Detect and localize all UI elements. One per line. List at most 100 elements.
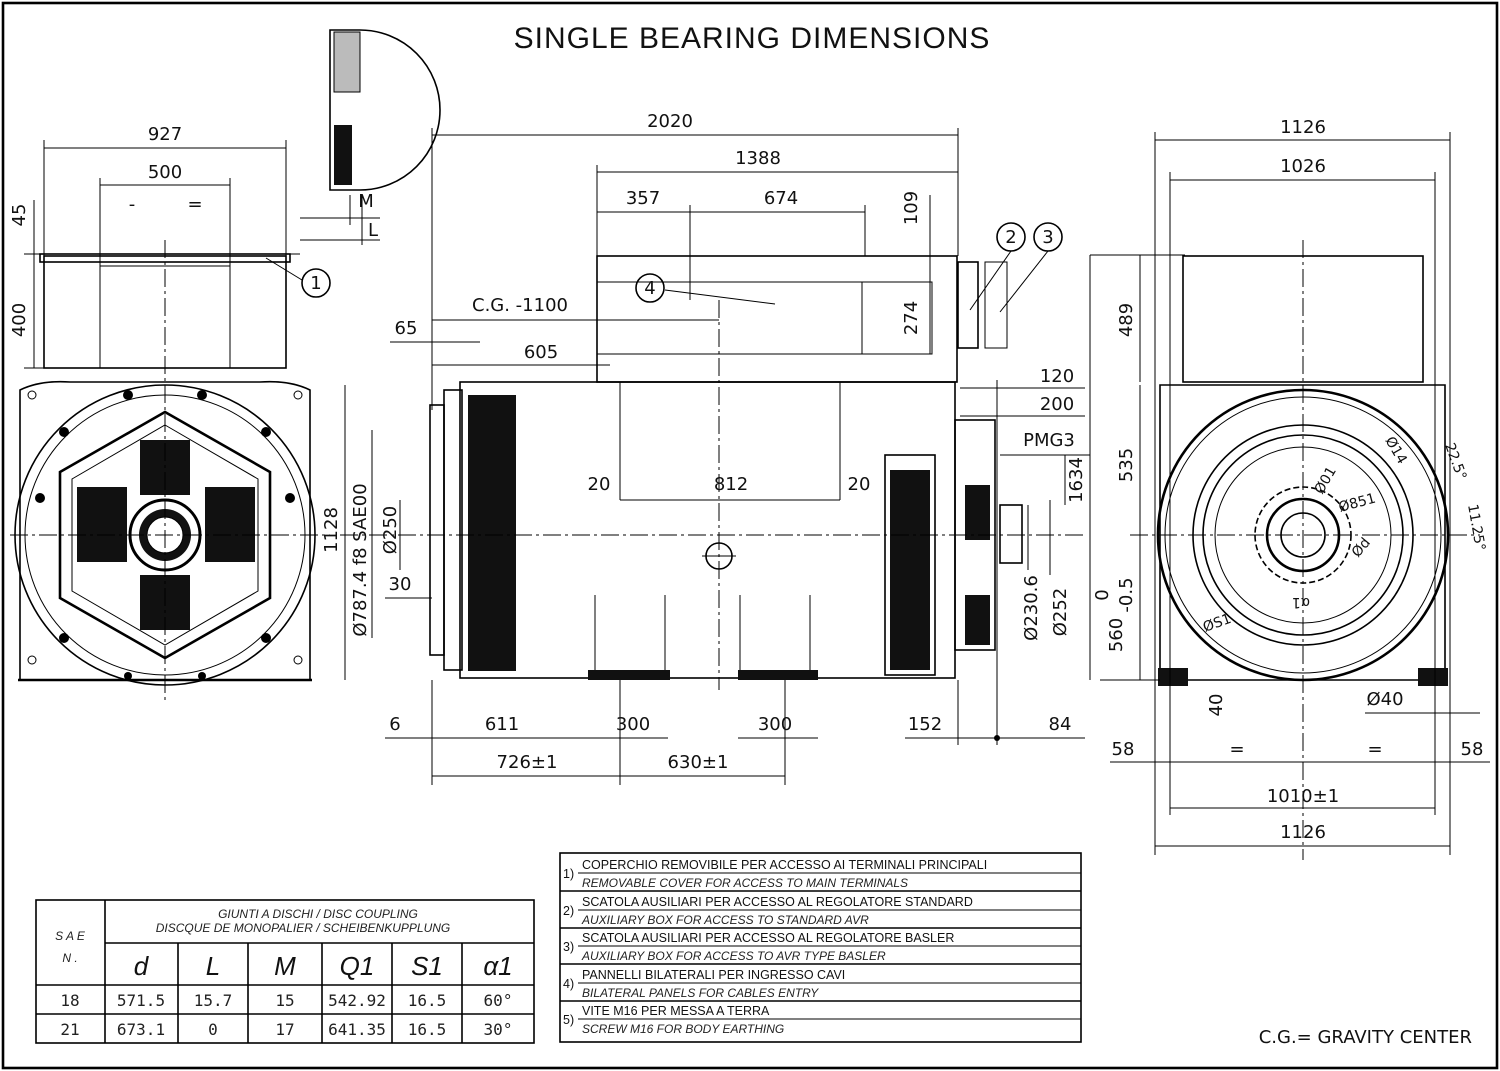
cell: 18 — [60, 991, 79, 1010]
cell: 30° — [484, 1020, 513, 1039]
dim-minus: - — [129, 194, 136, 215]
coupling-detail: M L — [300, 29, 441, 245]
dim-252: Ø252 — [1050, 588, 1071, 637]
dim-726: 726±1 — [497, 752, 558, 773]
dim-65: 65 — [395, 318, 418, 339]
dim-L: L — [368, 220, 378, 241]
coupling-table: S A E N . GIUNTI A DISCHI / DISC COUPLIN… — [35, 899, 535, 1044]
note-italian: PANNELLI BILATERALI PER INGRESSO CAVI — [582, 968, 845, 982]
end-view: 1126 1026 489 535 0 -0.5 560 40 Ø40 58 =… — [1089, 117, 1490, 860]
dim-357: 357 — [626, 188, 660, 209]
note-number: 1) — [563, 867, 574, 881]
notes-table: 1) COPERCHIO REMOVIBILE PER ACCESSO AI T… — [559, 852, 1082, 1043]
cell: 571.5 — [117, 991, 165, 1010]
col-d: d — [134, 951, 150, 981]
callout-2: 2 — [1005, 227, 1016, 248]
note-italian: COPERCHIO REMOVIBILE PER ACCESSO AI TERM… — [582, 858, 987, 872]
dim-500: 500 — [148, 162, 182, 183]
cell: 15.7 — [194, 991, 233, 1010]
dim-1634: 1634 — [1066, 457, 1087, 503]
dim-dia-s1: ØS1 — [1201, 611, 1234, 636]
callout-3: 3 — [1042, 227, 1053, 248]
note-2: 2) SCATOLA AUSILIARI PER ACCESSO AL REGO… — [563, 895, 973, 927]
cell: 17 — [275, 1020, 294, 1039]
cell: 542.92 — [328, 991, 386, 1010]
note-english: REMOVABLE COVER FOR ACCESS TO MAIN TERMI… — [582, 876, 908, 890]
note-number: 2) — [563, 904, 574, 918]
dim-1010: 1010±1 — [1267, 786, 1339, 807]
note-italian: SCATOLA AUSILIARI PER ACCESSO AL REGOLAT… — [582, 931, 954, 945]
cell: 16.5 — [408, 1020, 447, 1039]
group-header-2: DISCQUE DE MONOPALIER / SCHEIBENKUPPLUNG — [156, 921, 451, 935]
note-english: AUXILIARY BOX FOR ACCESS TO STANDARD AVR — [581, 913, 869, 927]
cell: 60° — [484, 991, 513, 1010]
dim-equals: = — [187, 194, 202, 215]
dim-605: 605 — [524, 342, 558, 363]
dim-630: 630±1 — [668, 752, 729, 773]
note-4: 4) PANNELLI BILATERALI PER INGRESSO CAVI… — [563, 968, 845, 1000]
dim-tol-0: 0 — [1092, 589, 1113, 600]
dim-109: 109 — [901, 191, 922, 225]
group-header-1: GIUNTI A DISCHI / DISC COUPLING — [218, 907, 418, 921]
cell: 16.5 — [408, 991, 447, 1010]
cell: 21 — [60, 1020, 79, 1039]
label-pmg3: PMG3 — [1023, 430, 1075, 451]
dim-eq-left: = — [1229, 739, 1244, 760]
callout-4: 4 — [644, 278, 655, 299]
drawing-title: SINGLE BEARING DIMENSIONS — [514, 22, 991, 55]
col-Q1: Q1 — [340, 951, 375, 981]
dim-1126-top: 1126 — [1280, 117, 1326, 138]
cell: 0 — [208, 1020, 218, 1039]
dim-58-left: 58 — [1112, 739, 1135, 760]
dim-58-right: 58 — [1461, 739, 1484, 760]
angle-11-25: 11.25° — [1464, 503, 1488, 552]
sae-header-n: N . — [62, 951, 77, 965]
col-L: L — [206, 951, 220, 981]
table-row: 21 673.1 0 17 641.35 16.5 30° — [60, 1020, 512, 1039]
dim-560: 560 — [1106, 618, 1127, 652]
cell: 641.35 — [328, 1020, 386, 1039]
side-view: 2020 1388 357 674 109 274 C.G. -1100 65 … — [321, 111, 1090, 785]
cell: 673.1 — [117, 1020, 165, 1039]
dim-300-left: 300 — [616, 714, 650, 735]
dim-674: 674 — [764, 188, 798, 209]
angle-alpha-1: α1 — [1292, 594, 1310, 610]
dim-489: 489 — [1116, 303, 1137, 337]
dim-200: 200 — [1040, 394, 1074, 415]
col-S1: S1 — [411, 951, 443, 981]
note-number: 5) — [563, 1013, 574, 1027]
col-alpha1: α1 — [483, 951, 512, 981]
dim-400: 400 — [9, 303, 30, 337]
dim-45: 45 — [9, 204, 30, 227]
dim-152: 152 — [908, 714, 942, 735]
note-number: 4) — [563, 977, 574, 991]
note-3: 3) SCATOLA AUSILIARI PER ACCESSO AL REGO… — [563, 931, 954, 963]
dim-dia-40: Ø40 — [1366, 689, 1403, 710]
dim-927: 927 — [148, 124, 182, 145]
dim-20-right: 20 — [848, 474, 871, 495]
note-italian: VITE M16 PER MESSA A TERRA — [582, 1004, 770, 1018]
dim-84: 84 — [1049, 714, 1072, 735]
dim-40: 40 — [1206, 694, 1227, 717]
dim-274: 274 — [901, 301, 922, 335]
dim-M: M — [358, 191, 374, 212]
dim-611: 611 — [485, 714, 519, 735]
dim-6: 6 — [389, 714, 400, 735]
note-5: 5) VITE M16 PER MESSA A TERRA SCREW M16 … — [563, 1004, 784, 1036]
dim-300-right: 300 — [758, 714, 792, 735]
note-english: SCREW M16 FOR BODY EARTHING — [582, 1022, 784, 1036]
note-english: AUXILIARY BOX FOR ACCESS TO AVR TYPE BAS… — [581, 949, 886, 963]
dim-tol-minus-0-5: -0.5 — [1116, 577, 1137, 612]
col-M: M — [274, 951, 296, 981]
note-number: 3) — [563, 940, 574, 954]
callout-1-circle — [301, 268, 331, 298]
sae-header: S A E — [55, 929, 86, 943]
callout-1: 1 — [310, 273, 321, 294]
gravity-center-legend: C.G.= GRAVITY CENTER — [1259, 1027, 1472, 1048]
dim-1128: 1128 — [321, 507, 342, 553]
dim-812: 812 — [714, 474, 748, 495]
dim-230-6: Ø230.6 — [1021, 575, 1042, 641]
dim-sae-spigot: Ø787.4 f8 SAE00 — [350, 483, 371, 636]
dim-dia-01: Ø01 — [1312, 464, 1340, 497]
